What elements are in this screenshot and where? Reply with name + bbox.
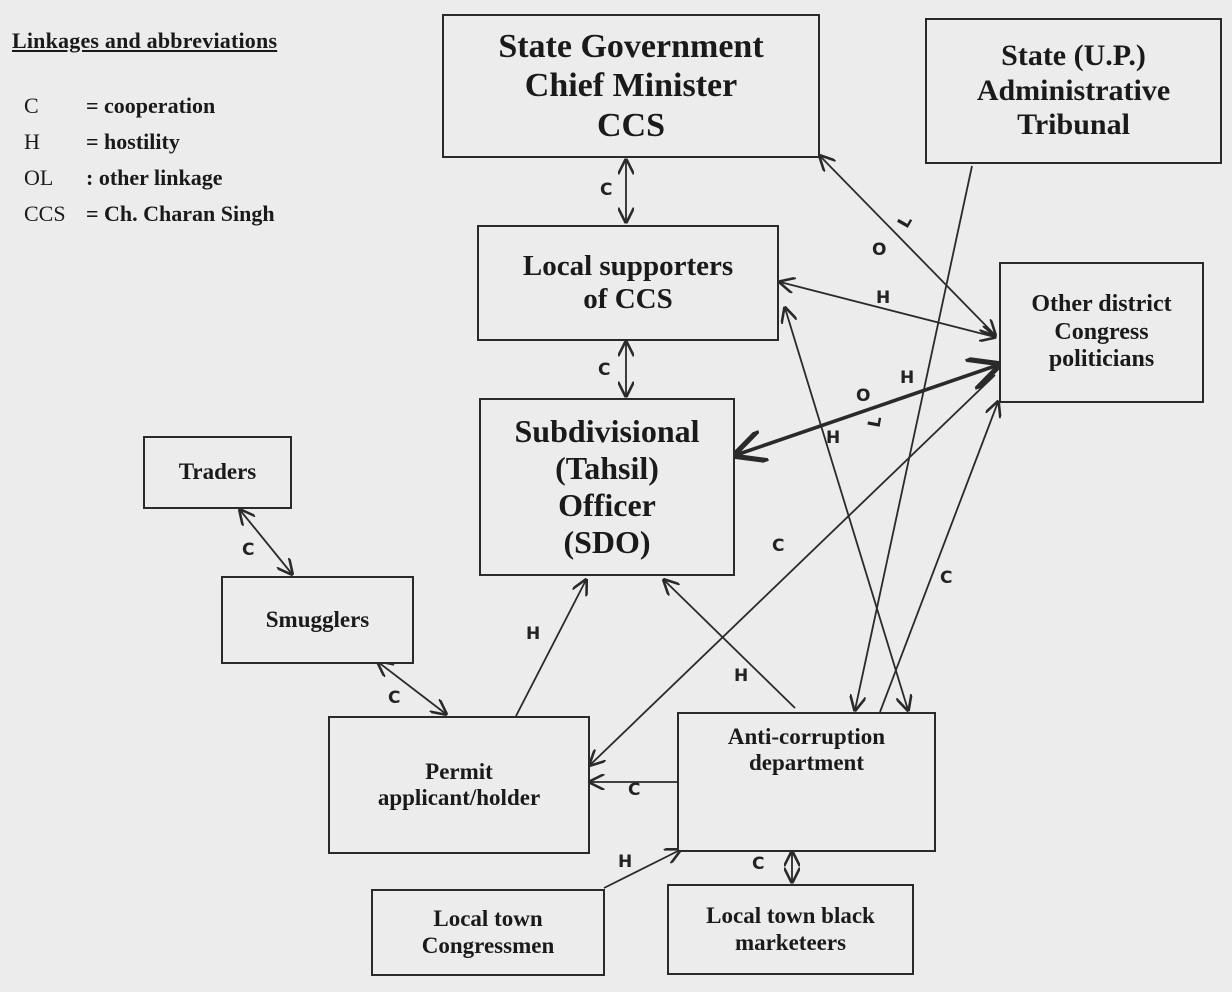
edge-label-h: H [734, 666, 749, 686]
node-line: Anti-corruption [727, 724, 886, 749]
edge-label-h: H [900, 368, 915, 388]
node-line: (SDO) [563, 523, 651, 560]
node-line: Smugglers [265, 606, 370, 632]
node-line: of CCS [583, 283, 673, 315]
legend-title: Linkages and abbreviations [12, 28, 278, 53]
legend-key: H [24, 129, 40, 154]
node-line: Subdivisional [514, 413, 700, 450]
edge-label-c: C [598, 360, 611, 380]
node-line: Permit [425, 758, 493, 784]
legend-key: OL [24, 165, 54, 190]
node-line: Tribunal [1017, 108, 1130, 142]
node-administrative-tribunal: State (U.P.) Administrative Tribunal [925, 18, 1222, 164]
edge-label-h: H [618, 852, 633, 872]
node-sdo: Subdivisional (Tahsil) Officer (SDO) [479, 398, 735, 576]
legend-definition: = cooperation [86, 93, 216, 118]
node-line: (Tahsil) [555, 450, 659, 487]
legend-item: C = cooperation [12, 88, 277, 124]
legend: Linkages and abbreviations C = cooperati… [12, 28, 277, 232]
node-black-marketeers: Local town black marketeers [667, 884, 914, 975]
node-line: Local supporters [522, 249, 734, 282]
node-line: State Government [498, 28, 764, 66]
edge-label-h: H [826, 428, 841, 448]
node-line: Chief Minister [524, 67, 738, 105]
node-town-congressmen: Local town Congressmen [371, 889, 605, 976]
edge-label-c: C [940, 568, 953, 588]
edge-label-o: O [872, 240, 887, 260]
node-line: State (U.P.) [1001, 39, 1146, 73]
edge-label-h: H [876, 288, 891, 308]
node-line: CCS [596, 106, 666, 144]
node-line: politicians [1048, 346, 1155, 373]
legend-definition: : other linkage [86, 165, 223, 190]
legend-item: H = hostility [12, 124, 277, 160]
edge-townmen-anticorruption [603, 850, 680, 889]
node-smugglers: Smugglers [221, 576, 414, 664]
node-line: Administrative [976, 73, 1171, 107]
edge-anticorruption-sdo [664, 580, 796, 709]
node-traders: Traders [143, 436, 292, 509]
edge-label-c: C [752, 854, 765, 874]
edge-anticorruption-congress [879, 402, 998, 713]
legend-item: OL : other linkage [12, 160, 277, 196]
node-line: Local town black [706, 903, 875, 929]
edge-label-c: C [388, 688, 401, 708]
legend-definition: = hostility [86, 129, 180, 154]
legend-definition: = Ch. Charan Singh [86, 201, 275, 226]
node-anticorruption-department: Anti-corruption department [677, 712, 936, 852]
legend-key: C [24, 93, 39, 118]
node-line: Local town [433, 906, 543, 932]
legend-item: CCS = Ch. Charan Singh [12, 196, 277, 232]
edge-traders-smugglers [240, 510, 292, 574]
edge-permit-sdo [515, 580, 586, 717]
node-line: applicant/holder [377, 785, 541, 810]
node-line: Traders [178, 459, 257, 485]
edge-label-c: C [772, 536, 785, 556]
edge-label-o: O [856, 386, 871, 406]
edge-smugglers-permit [378, 662, 446, 714]
edge-label-c: C [242, 540, 255, 560]
node-line: Congress [1054, 318, 1149, 345]
edge-congress-permit [590, 374, 996, 765]
node-line: Congressmen [421, 932, 555, 958]
legend-key: CCS [24, 201, 66, 226]
edge-supporters-anticorruption [785, 308, 908, 710]
node-other-congress-politicians: Other district Congress politicians [999, 262, 1204, 403]
node-state-government: State Government Chief Minister CCS [442, 14, 820, 158]
edge-label-c: C [600, 180, 613, 200]
node-line: marketeers [734, 929, 847, 955]
node-line: Officer [558, 487, 656, 523]
edge-label-c: C [628, 780, 641, 800]
node-line: Other district [1031, 291, 1172, 318]
node-permit-holder: Permit applicant/holder [328, 716, 590, 854]
node-line: department [749, 750, 864, 776]
node-local-supporters: Local supporters of CCS [477, 225, 779, 341]
edge-label-h: H [526, 624, 541, 644]
